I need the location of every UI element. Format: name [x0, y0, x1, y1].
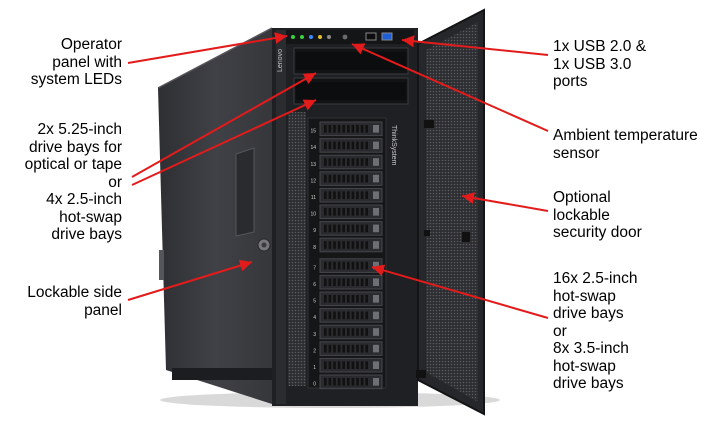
callout-arrow [131, 99, 317, 186]
operator-panel [286, 30, 414, 44]
brand-label: Lenovo [277, 49, 284, 72]
callout-arrows [127, 32, 549, 319]
label-line: 4x 2.5-inch [46, 191, 122, 208]
bay-number: 0 [313, 382, 316, 388]
side-handle [235, 147, 255, 237]
label-line: 8x 3.5-inch [553, 340, 629, 357]
bay-number: 3 [313, 332, 316, 338]
label-line: or [553, 322, 567, 340]
usb2-port [365, 32, 377, 41]
label-line: hot-swap [553, 357, 616, 375]
model-label: ThinkSystem [390, 125, 397, 166]
bay-number: 12 [310, 178, 316, 184]
callout-arrow [127, 259, 253, 301]
callout-arrow [401, 35, 549, 56]
bay-number: 7 [313, 265, 316, 271]
side-panel [158, 28, 272, 404]
bay-number: 10 [310, 212, 316, 218]
label-line: 2x 5.25-inch [37, 121, 122, 138]
callout-arrow [461, 192, 549, 212]
label-line: hot-swap [59, 208, 122, 226]
callout-arrow [371, 264, 549, 319]
usb3-port [381, 32, 393, 41]
bay-number: 5 [313, 299, 316, 305]
label-line: optical or tape [24, 156, 122, 173]
label-line: 1x USB 3.0 [553, 55, 632, 73]
label-line: 16x 2.5-inch [553, 270, 638, 287]
label-line: panel [84, 301, 122, 319]
base-foot [172, 368, 282, 380]
label-line: Optional [553, 189, 611, 206]
label-line: ports [553, 73, 588, 90]
label-line: or [108, 173, 122, 191]
bay-number: 2 [313, 348, 316, 354]
label-line: Ambient temperature [553, 127, 698, 144]
bay-number: 14 [310, 145, 316, 151]
bay-number: 6 [313, 282, 316, 288]
label-line: panel with [52, 53, 122, 71]
bay-number: 11 [311, 195, 316, 201]
callout-arrow [351, 43, 549, 132]
callout-arrow [127, 32, 288, 64]
bay-number: 4 [313, 315, 316, 321]
label-line: hot-swap [553, 287, 616, 305]
label-line: Lockable side [27, 284, 122, 301]
label-line: drive bays [553, 305, 624, 322]
bay-number: 9 [313, 228, 316, 234]
label-line: lockable [553, 206, 610, 224]
bay-number: 13 [310, 162, 316, 168]
bay-number: 1 [313, 365, 316, 371]
callout-arrow [131, 72, 317, 178]
label-line: drive bays [553, 375, 624, 392]
label-line: security door [553, 224, 642, 241]
bay-number: 15 [310, 129, 316, 135]
label-line: Operator [60, 36, 122, 53]
label-line: system LEDs [30, 71, 122, 88]
label-line: drive bays for [28, 138, 122, 156]
temp-sensor [342, 34, 348, 40]
label-line: drive bays [51, 226, 122, 243]
front-grille [288, 112, 306, 386]
side-panel-edge [157, 27, 273, 89]
label-line: 1x USB 2.0 & [553, 38, 647, 55]
door-mesh [426, 22, 478, 402]
bay-number: 8 [313, 245, 316, 251]
label-line: sensor [553, 144, 600, 162]
